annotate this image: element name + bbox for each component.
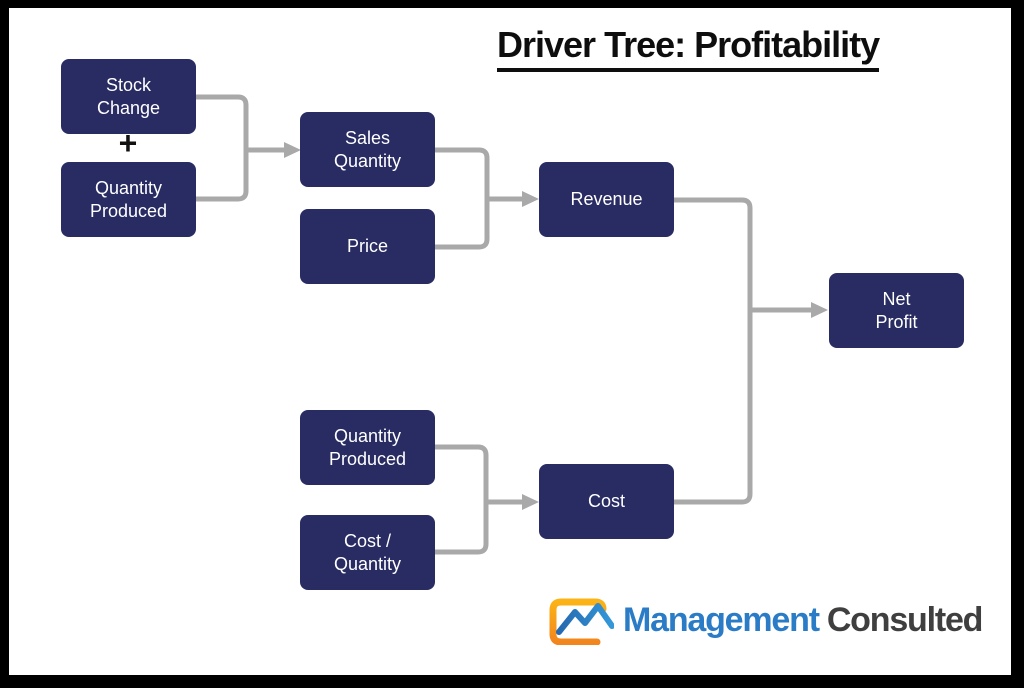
node-sales-quantity: Sales Quantity [300,112,435,187]
node-stock-change: Stock Change [61,59,196,134]
connector-inputs-to-net-profit [673,197,813,505]
node-sales-quantity-label: Sales Quantity [333,128,402,171]
page-title: Driver Tree: Profitability [497,24,880,72]
arrowhead-sales-quantity [284,142,301,158]
node-revenue-label: Revenue [570,189,643,210]
node-price: Price [300,209,435,284]
line-chart-icon [549,598,614,645]
node-cost-label: Cost [587,491,625,512]
arrowhead-revenue [522,191,539,207]
connector-inputs-to-revenue [434,147,524,250]
plus-operator: + [118,125,138,161]
node-quantity-produced-bottom-label: Quantity Produced [328,426,407,469]
node-stock-change-label: Stock Change [96,75,161,118]
node-quantity-produced-bottom: Quantity Produced [300,410,435,485]
logo-word-management: Management [623,601,820,639]
arrowhead-net-profit [811,302,828,318]
node-revenue: Revenue [539,162,674,237]
connector-inputs-to-cost [434,444,524,555]
node-quantity-produced-top: Quantity Produced [61,162,196,237]
logo-word-consulted: Consulted [826,601,984,639]
node-cost: Cost [539,464,674,539]
node-net-profit-label: Net Profit [875,289,918,332]
node-cost-quantity-label: Cost / Quantity [333,531,402,574]
node-net-profit: Net Profit [829,273,964,348]
node-cost-quantity: Cost / Quantity [300,515,435,590]
connector-inputs-to-sales-quantity [196,94,286,202]
node-price-label: Price [346,236,388,257]
arrowhead-cost [522,494,539,510]
node-quantity-produced-top-label: Quantity Produced [89,178,168,221]
